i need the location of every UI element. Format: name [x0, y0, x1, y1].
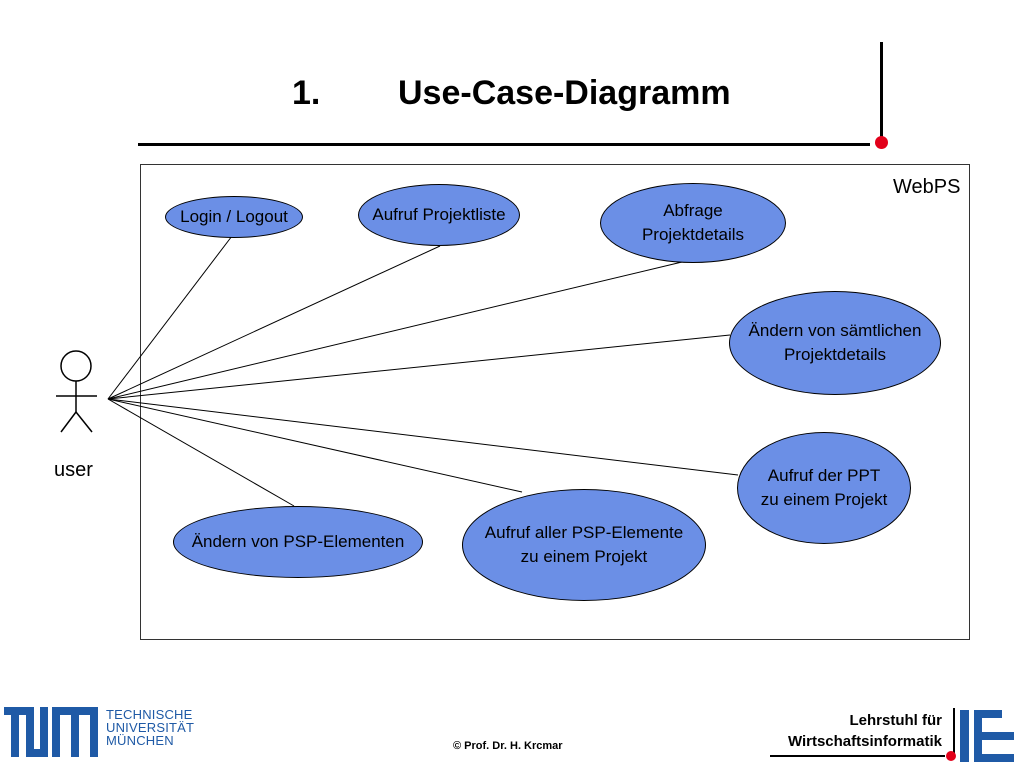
association-aendern-psp: [107, 398, 295, 507]
slide-title: Use-Case-Diagramm: [398, 74, 731, 112]
association-login: [107, 235, 233, 400]
use-case-label: Aufruf der PPT zu einem Projekt: [760, 466, 888, 509]
university-name: TECHNISCHE UNIVERSITÄT MÜNCHEN: [106, 707, 195, 748]
title-underline: [138, 143, 870, 146]
use-case-label: Ändern von PSP-Elementen: [191, 532, 405, 551]
use-case-psp-elemente[interactable]: Aufruf aller PSP-Elemente zu einem Proje…: [462, 489, 706, 601]
association-projektdetails: [107, 261, 683, 400]
chair-vertical-rule: [953, 708, 955, 758]
system-name: WebPS: [893, 176, 961, 198]
use-case-label: Ändern von sämtlichen Projektdetails: [748, 321, 922, 364]
chair-underline: [770, 755, 945, 757]
accent-dot: [875, 136, 888, 149]
use-case-label: Abfrage Projektdetails: [641, 201, 745, 244]
chair-logo-icon: [960, 710, 1014, 762]
use-case-label: Aufruf Projektliste: [372, 205, 506, 224]
association-psp-elemente: [107, 398, 523, 493]
slide-title-number: 1.: [292, 74, 321, 112]
association-aendern-details: [107, 334, 731, 400]
tum-logo-icon: [4, 707, 98, 757]
use-case-aendern-psp[interactable]: Ändern von PSP-Elementen: [173, 506, 423, 578]
chair-name: Lehrstuhl für Wirtschaftsinformatik: [787, 712, 942, 750]
system-boundary: [140, 164, 970, 640]
actor-label: user: [54, 459, 93, 481]
copyright: © Prof. Dr. H. Krcmar: [453, 740, 563, 752]
use-case-aendern-details[interactable]: Ändern von sämtlichen Projektdetails: [729, 291, 941, 395]
use-case-label: Login / Logout: [180, 207, 288, 226]
use-case-ppt[interactable]: Aufruf der PPT zu einem Projekt: [737, 432, 911, 544]
association-projektliste: [107, 245, 441, 400]
association-ppt: [107, 398, 739, 476]
chair-accent-dot: [946, 751, 956, 761]
use-case-projektliste[interactable]: Aufruf Projektliste: [358, 184, 520, 246]
use-case-projektdetails[interactable]: Abfrage Projektdetails: [600, 183, 786, 263]
stick-figure-actor-icon: [56, 350, 97, 433]
use-case-label: Aufruf aller PSP-Elemente zu einem Proje…: [484, 523, 684, 566]
use-case-login[interactable]: Login / Logout: [165, 196, 303, 238]
title-vertical-rule: [880, 42, 883, 142]
